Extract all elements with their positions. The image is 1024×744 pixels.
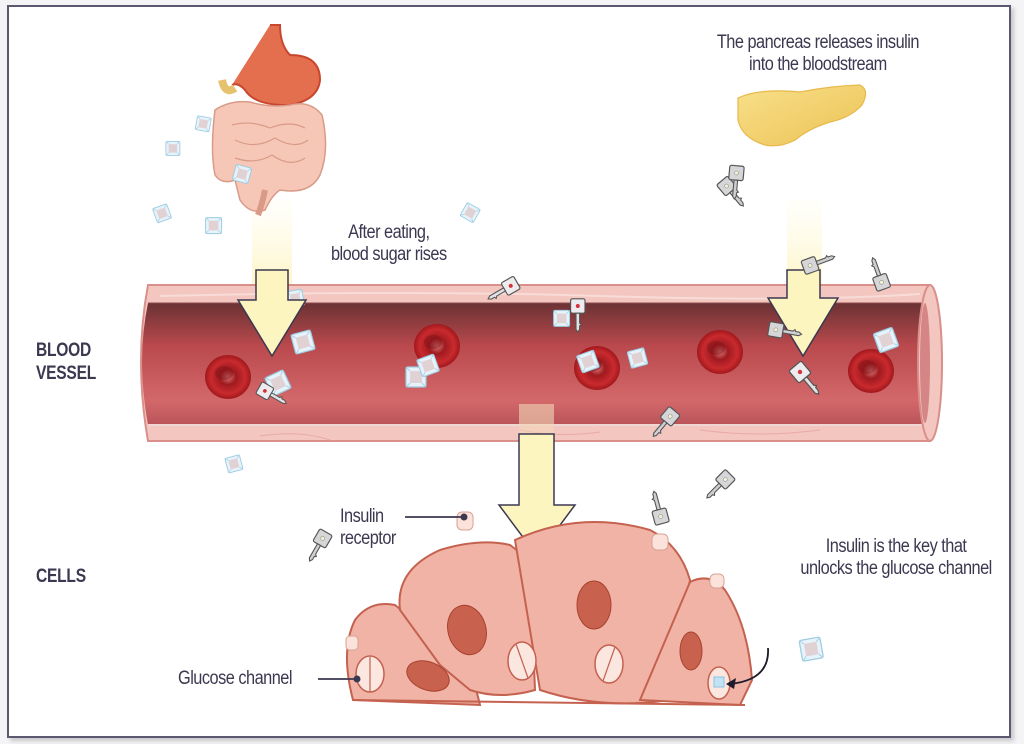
glucose-cube xyxy=(459,201,481,224)
section-label-blood-vessel: BLOOD VESSEL xyxy=(36,340,97,384)
key-pointer-arrow xyxy=(729,647,769,685)
glucose-cube xyxy=(152,203,173,224)
insulin-key xyxy=(646,488,671,526)
digestive-system-illustration xyxy=(211,24,327,217)
glucose-cube xyxy=(205,217,223,235)
arrow-down-insulin xyxy=(766,269,840,358)
glucose-cube xyxy=(290,329,316,355)
annotation-after-eating: After eating, blood sugar rises xyxy=(330,222,447,265)
glucose-cube xyxy=(553,309,571,327)
red-blood-cell xyxy=(697,330,743,374)
glucose-cube xyxy=(626,347,649,369)
annotation-insulin-key: Insulin is the key that unlocks the gluc… xyxy=(800,536,992,579)
annotation-insulin-receptor: Insulin receptor xyxy=(340,506,396,549)
glucose-cube xyxy=(194,115,212,133)
red-blood-cell xyxy=(205,355,251,399)
blood-vessel xyxy=(140,284,943,442)
pancreas-illustration xyxy=(737,84,867,147)
annotation-glucose-channel: Glucose channel xyxy=(178,668,293,689)
arrow-down-glucose xyxy=(236,269,308,358)
section-label-cells: CELLS xyxy=(36,566,86,587)
insulin-key xyxy=(302,528,334,566)
glucose-channel-shape xyxy=(355,655,385,693)
red-blood-cell xyxy=(848,349,894,393)
insulin-key-in-receptor xyxy=(701,468,737,504)
cells-cluster xyxy=(345,511,754,707)
glucose-cube xyxy=(231,163,253,185)
glucose-cube xyxy=(224,454,244,474)
annotation-pancreas: The pancreas releases insulin into the b… xyxy=(716,32,920,75)
glucose-cube xyxy=(798,636,825,662)
glucose-cube xyxy=(165,140,181,156)
